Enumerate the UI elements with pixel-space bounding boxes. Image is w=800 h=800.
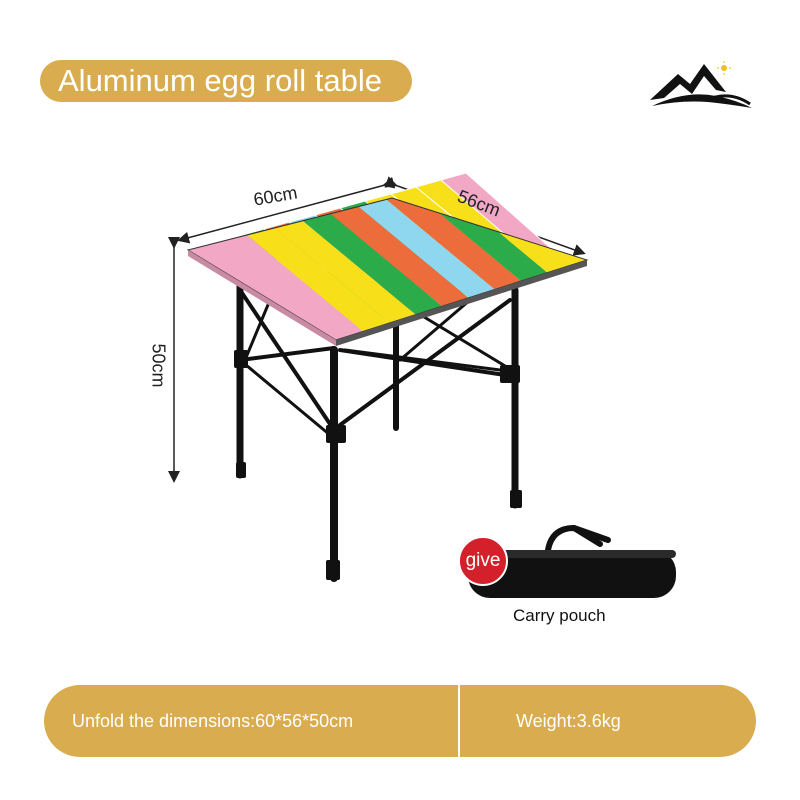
table-frame bbox=[236, 281, 519, 582]
spec-bar: Unfold the dimensions:60*56*50cm Weight:… bbox=[44, 685, 756, 757]
carry-pouch-image bbox=[468, 524, 676, 598]
width-arrow bbox=[177, 176, 396, 244]
tabletop-slats bbox=[188, 198, 587, 340]
give-badge: give bbox=[458, 536, 508, 586]
give-badge-text: give bbox=[465, 550, 501, 571]
carry-pouch-label: Carry pouch bbox=[513, 606, 606, 625]
page-title: Aluminum egg roll table bbox=[58, 63, 382, 98]
title-banner: Aluminum egg roll table bbox=[40, 60, 412, 102]
unfold-dimensions-text: Unfold the dimensions:60*56*50cm bbox=[72, 711, 354, 731]
mountain-sun-logo-icon bbox=[650, 61, 752, 108]
weight-text: Weight:3.6kg bbox=[516, 711, 621, 731]
spec-divider bbox=[458, 685, 460, 757]
height-dimension-label: 50cm bbox=[148, 343, 169, 388]
